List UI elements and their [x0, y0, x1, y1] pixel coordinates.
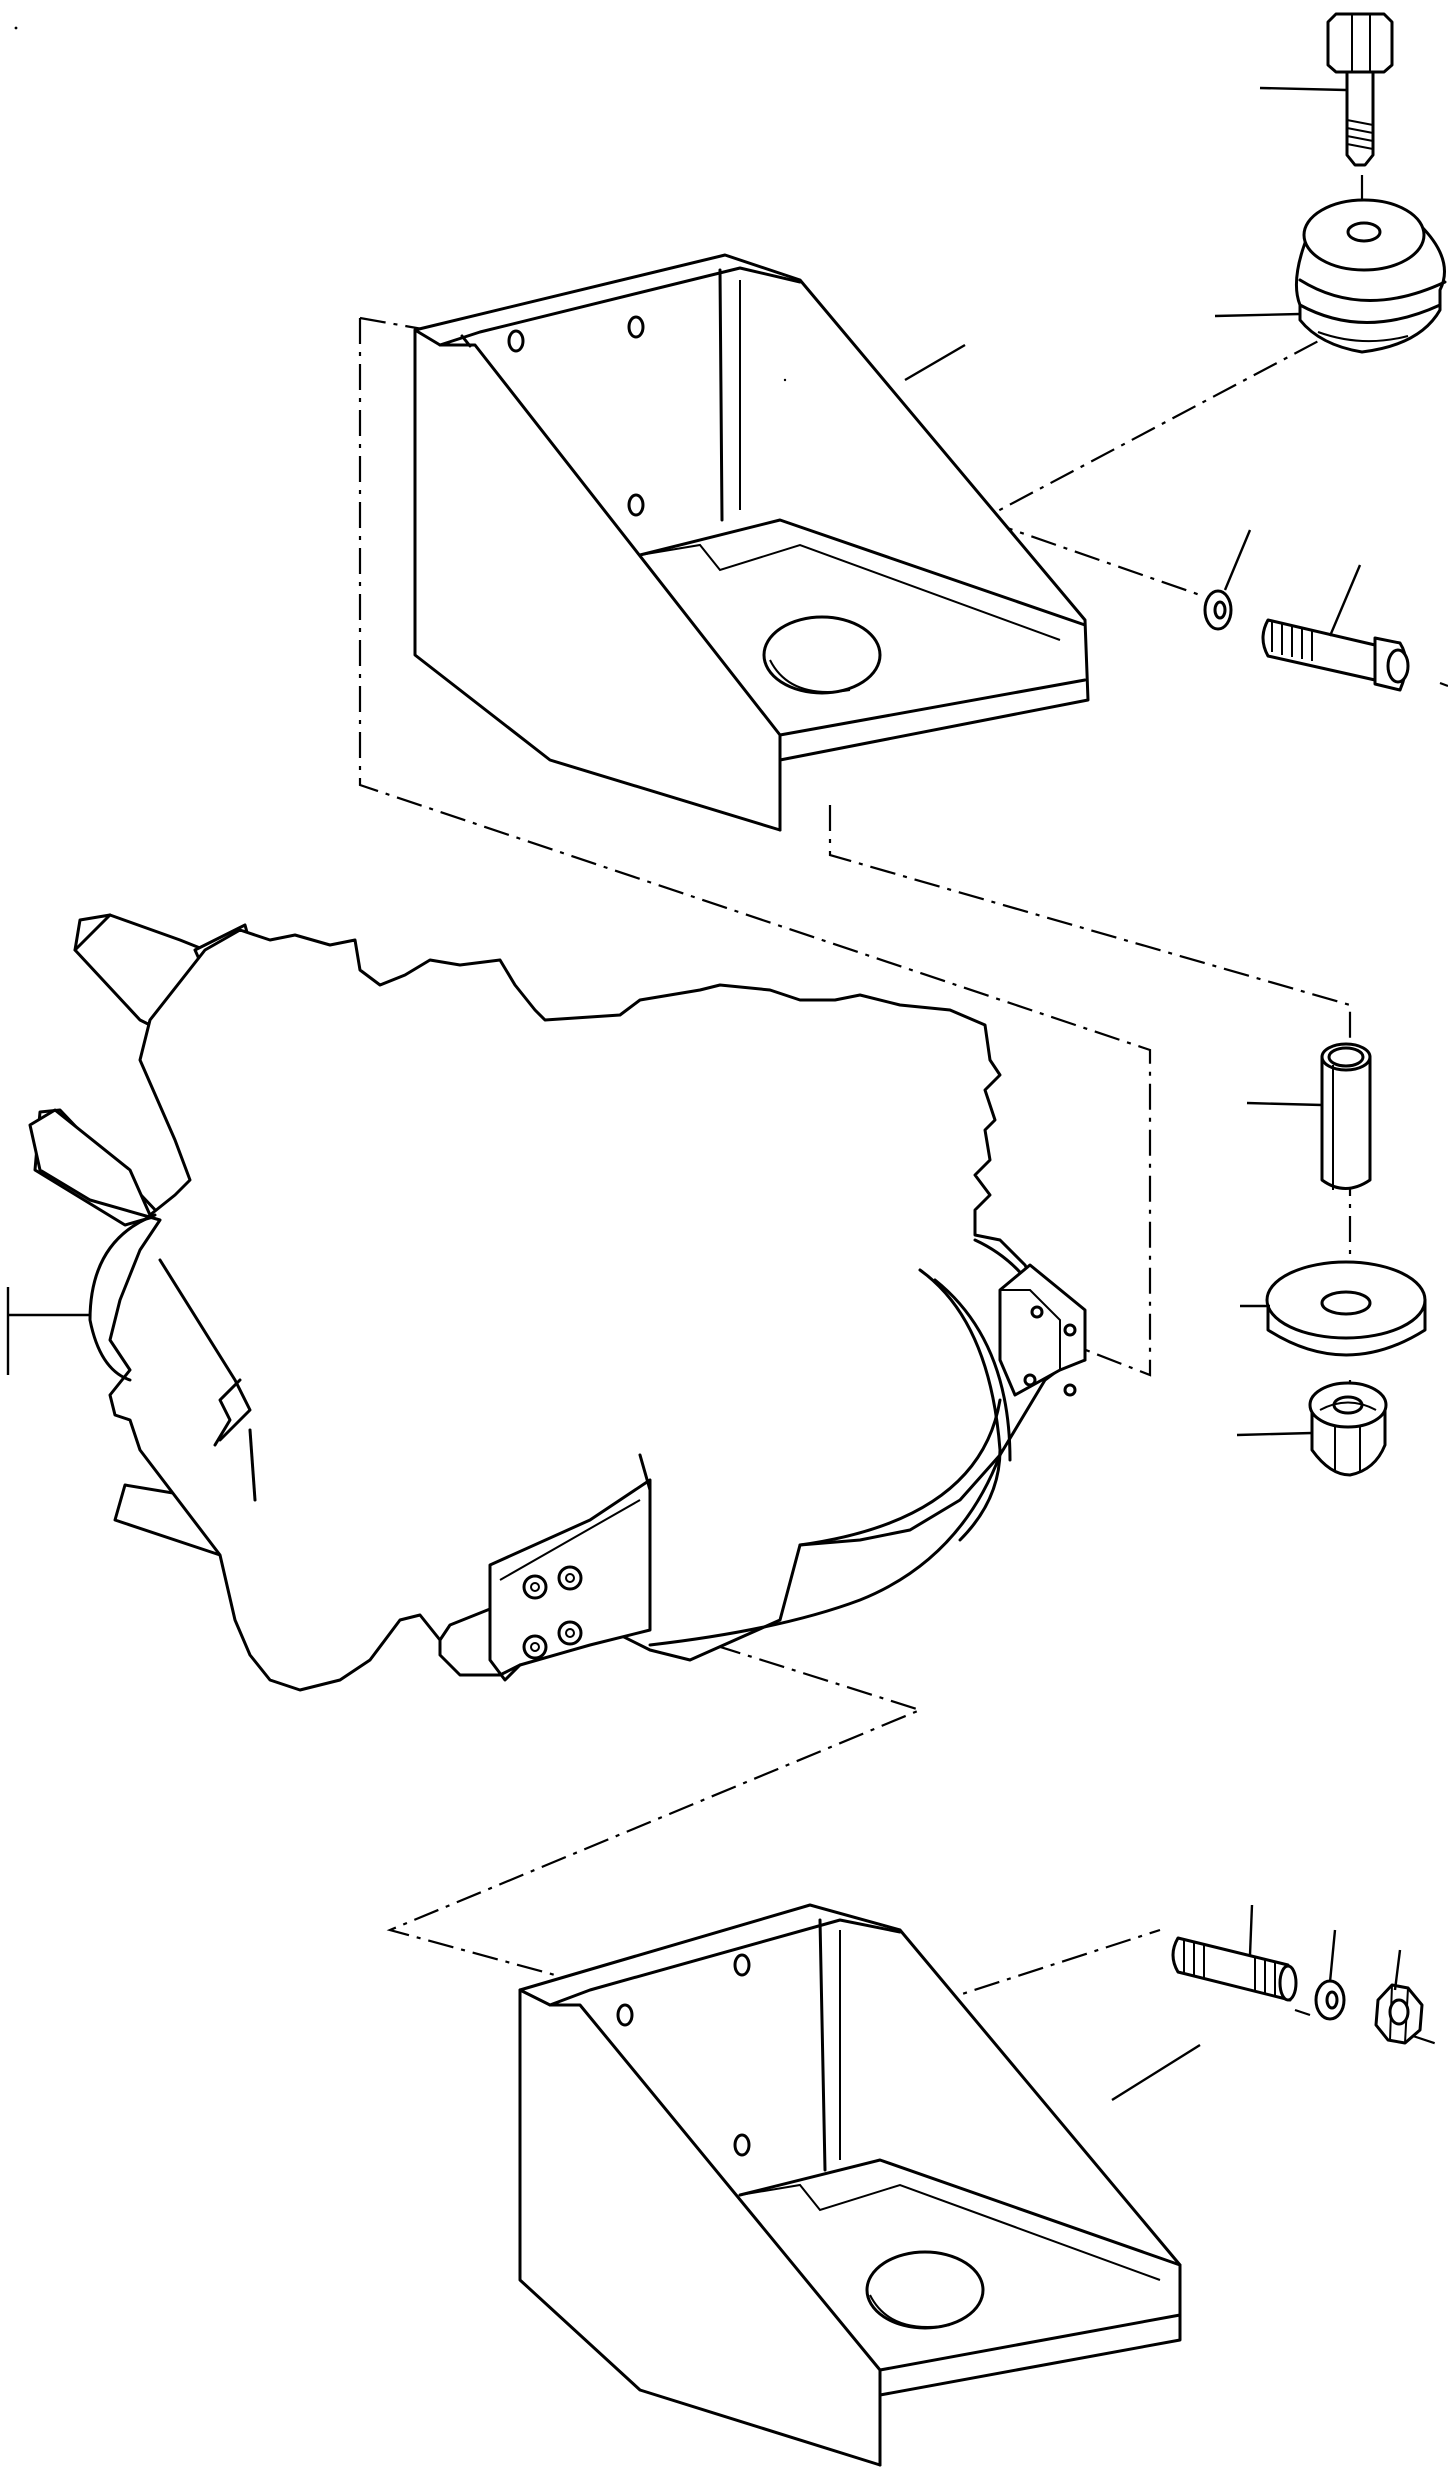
- upper-bracket: [413, 253, 1090, 832]
- leader-upper-bracket: [904, 343, 966, 382]
- scan-speck: [783, 378, 787, 382]
- stud: [1171, 1936, 1298, 2002]
- spacer-sleeve: [1320, 1042, 1372, 1190]
- stud-nut: [1374, 1983, 1424, 2045]
- leader-side-capscrew: [1328, 564, 1362, 637]
- upper-bolt: [1326, 12, 1394, 167]
- lower-bracket: [518, 1903, 1182, 2467]
- upper-rubber-mount: [1294, 198, 1447, 354]
- leader-spacer-sleeve: [1246, 1101, 1323, 1107]
- lock-nut: [1308, 1381, 1388, 1477]
- leader-lower-bracket: [1111, 2043, 1201, 2102]
- leader-upper-rubber-mount: [1214, 312, 1301, 318]
- leader-stud: [1248, 1904, 1254, 1956]
- scan-speck: [14, 26, 18, 30]
- leader-side-washer: [1223, 529, 1252, 591]
- side-capscrew: [1261, 618, 1410, 692]
- engine: [28, 913, 1087, 1692]
- leader-engine: [6, 1287, 90, 1375]
- leader-lock-nut: [1236, 1431, 1313, 1437]
- rebound-washer: [1265, 1260, 1427, 1357]
- leader-stud-washer: [1328, 1929, 1337, 1983]
- side-washer: [1203, 589, 1233, 631]
- callout-leaders: [6, 86, 1402, 2102]
- leader-upper-bolt: [1259, 86, 1347, 92]
- stud-washer: [1314, 1979, 1346, 2021]
- leader-stud-nut: [1393, 1949, 1402, 1991]
